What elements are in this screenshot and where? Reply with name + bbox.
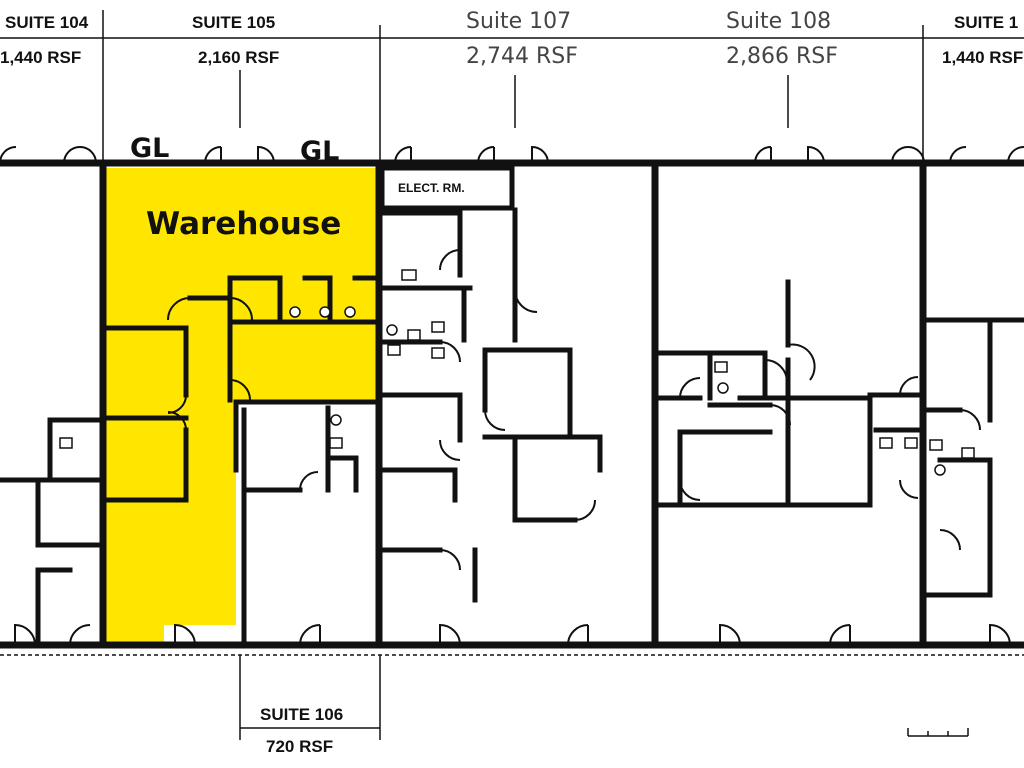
- suite-104-label: SUITE 104 1,440 RSF: [0, 13, 89, 67]
- scale-mark: [907, 728, 969, 737]
- suite-108-label: Suite 108 2,866 RSF: [726, 9, 838, 69]
- suite-1-area: 1,440 RSF: [942, 48, 1023, 67]
- doors-bottom: [14, 623, 1011, 646]
- dimension-lines-bottom: [0, 654, 1024, 740]
- suite-108-walls: [655, 279, 921, 508]
- suite-105-name: SUITE 105: [192, 13, 275, 32]
- suite-108-name: Suite 108: [726, 9, 831, 34]
- suite-104-area: 1,440 RSF: [0, 48, 81, 67]
- suite-105-area: 2,160 RSF: [198, 48, 279, 67]
- gl-label-left: GL: [130, 133, 169, 164]
- suite-106-name: SUITE 106: [260, 705, 343, 724]
- suite-107-name: Suite 107: [466, 9, 571, 34]
- suite-107-label: Suite 107 2,744 RSF: [466, 9, 578, 69]
- warehouse-highlight: [106, 168, 376, 645]
- suite-104-name: SUITE 104: [5, 13, 89, 32]
- doors-interior: [167, 249, 981, 571]
- suite-106-area: 720 RSF: [266, 737, 333, 756]
- suite-105-walls: [103, 275, 379, 648]
- dimension-lines-top: [0, 10, 1024, 160]
- electrical-room-label: ELECT. RM.: [398, 181, 465, 195]
- suite-105-label: SUITE 105 2,160 RSF: [192, 13, 279, 67]
- electrical-room: [379, 165, 515, 211]
- suite-104-walls: [0, 417, 106, 648]
- suite-107-area: 2,744 RSF: [466, 44, 578, 69]
- warehouse-label: Warehouse: [146, 206, 341, 242]
- suite-108-area: 2,866 RSF: [726, 44, 838, 69]
- exterior-walls: [0, 159, 1024, 649]
- restroom-fixtures: [59, 269, 975, 476]
- doors-top: [0, 145, 1024, 164]
- suite-107-walls: [379, 165, 603, 603]
- suite-1-walls: [923, 317, 1024, 598]
- suite-106-label: SUITE 106 720 RSF: [260, 705, 343, 756]
- suite-1-name: SUITE 1: [954, 13, 1018, 32]
- suite-1-label: SUITE 1 1,440 RSF: [942, 13, 1023, 67]
